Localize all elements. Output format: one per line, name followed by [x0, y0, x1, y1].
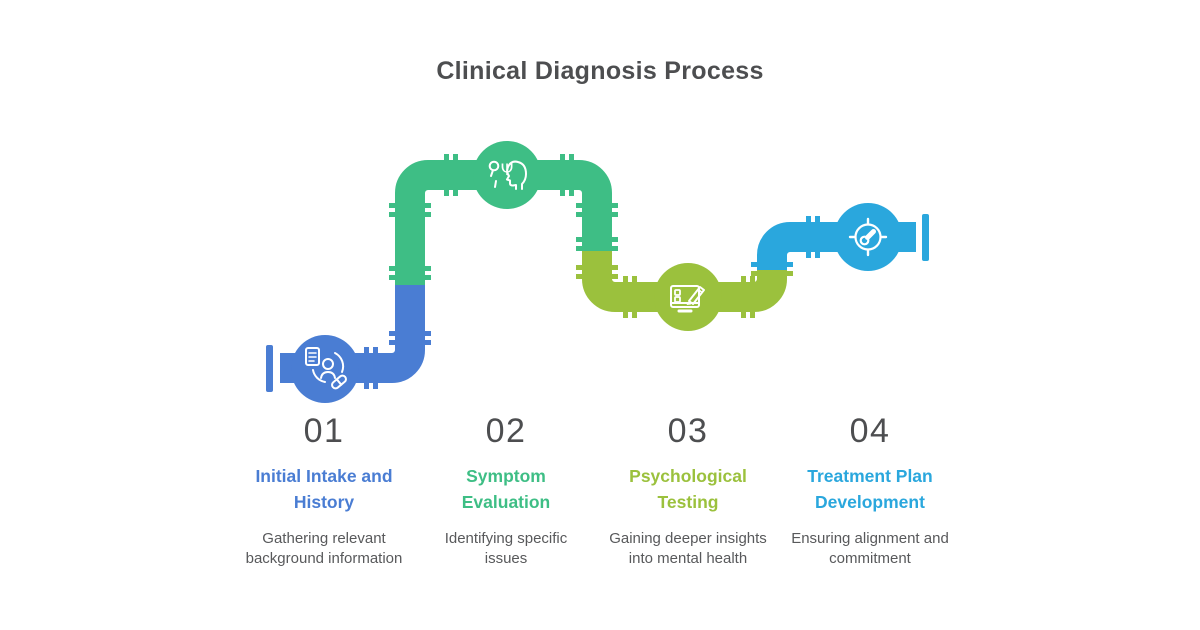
pipe-flange-green-right [576, 203, 618, 251]
pipe-flange-cyan [751, 262, 793, 267]
pipe-flange-green-left [389, 203, 431, 280]
pipe-flange-olive [576, 265, 793, 279]
step-description: Gathering relevant background informatio… [245, 529, 403, 568]
step-description: Gaining deeper insights into mental heal… [609, 529, 767, 568]
step-number: 03 [667, 412, 709, 450]
step-column-4: 04 Treatment Plan Development Ensuring a… [779, 412, 961, 570]
step-title: Psychological Testing [629, 466, 747, 512]
patient-record-icon [305, 347, 347, 390]
pipe-segment-step4 [757, 222, 916, 270]
step-number: 04 [849, 412, 891, 450]
step-description: Ensuring alignment and commitment [791, 529, 949, 568]
pipe-start-cap [266, 345, 273, 392]
step-title: Symptom Evaluation [461, 466, 551, 512]
pipe-joint-blue [364, 347, 378, 389]
digital-test-pencil-icon [670, 285, 705, 313]
step-title: Initial Intake and History [255, 466, 393, 512]
pipe-joint-green-left [444, 154, 458, 196]
step-column-1: 01 Initial Intake and History Gathering … [233, 412, 415, 570]
pipe-joint-olive-right [741, 276, 755, 318]
pipe-segment-step1 [280, 281, 425, 383]
step-title: Treatment Plan Development [807, 466, 933, 512]
target-gauge-icon [848, 217, 888, 257]
step-number: 02 [485, 412, 527, 450]
steps-row: 01 Initial Intake and History Gathering … [233, 412, 961, 570]
step-column-2: 02 Symptom Evaluation Identifying specif… [415, 412, 597, 570]
pipe-flange-blue [389, 331, 431, 345]
mind-evaluation-icon: Ψ [488, 160, 527, 190]
pipe-end-cap [922, 214, 929, 261]
pipe-joint-cyan [806, 216, 820, 258]
step-description: Identifying specific issues [444, 529, 568, 568]
pipe-joint-olive-left [623, 276, 637, 318]
step-node-2 [473, 141, 541, 209]
pipe-joint-green-right [560, 154, 574, 196]
step-number: 01 [303, 412, 345, 450]
step-column-3: 03 Psychological Testing Gaining deeper … [597, 412, 779, 570]
step-node-3 [654, 263, 722, 331]
page-title: Clinical Diagnosis Process [436, 57, 764, 85]
